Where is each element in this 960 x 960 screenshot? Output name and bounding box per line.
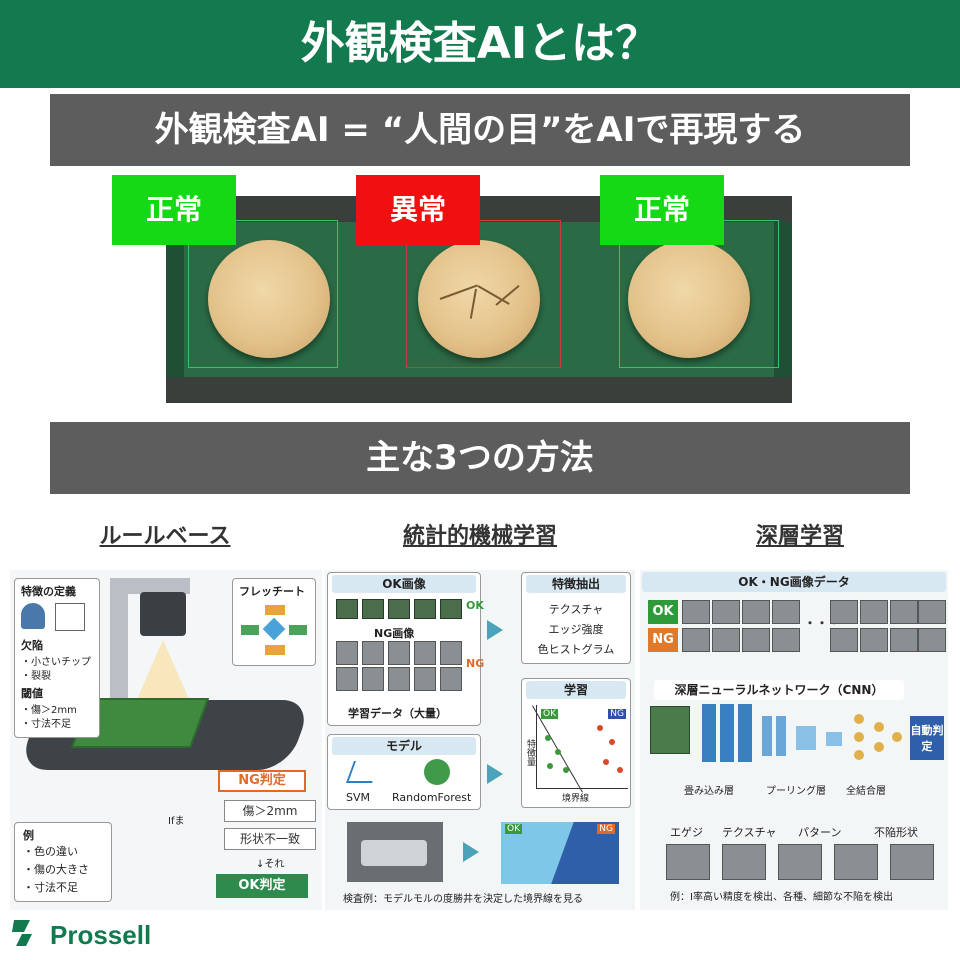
person-icon [21,603,45,629]
statistical-ml-panel: OK画像 OK NG画像 NG 学習データ（大量） モデル SVM Random… [325,570,635,910]
arrow-icon [487,764,503,784]
camera-stand [110,578,128,718]
svm-icon [345,761,381,783]
flowchart-icon [262,617,286,641]
detection-box-ng [406,220,561,368]
example-box: 例 ・色の違い ・傷の大きさ ・寸法不足 [14,822,112,902]
rule-based-panel: 特徴の定義 欠陥 ・小さいチップ ・裂裂 閾値 ・傷＞2mm ・寸法不足 フレッ… [10,570,322,910]
bun-cracked [418,240,540,358]
camera-icon [140,592,186,636]
methods-banner: 主な3つの方法 [50,422,910,494]
definition-banner: 外観検査AI = “人間の目”をAIで再現する [50,94,910,166]
arrow-icon [487,620,503,640]
conveyor-rail-bottom [166,377,792,403]
ok-judgement: OK判定 [216,874,308,898]
bun-normal-1 [208,240,330,358]
document-icon [55,603,85,631]
tree-icon [424,759,450,785]
auto-judgement: 自動判定 [910,716,944,760]
page-title: 外観検査AIとは？ [0,0,960,88]
condition-size: 傷＞2mm [224,800,316,822]
method-title-statistical: 統計的機械学習 [402,524,557,549]
training-data-box: OK画像 OK NG画像 NG 学習データ（大量） [327,572,484,726]
input-image-icon [650,706,690,754]
condition-shape: 形状不一致 [224,828,316,850]
ng-judgement: NG判定 [218,770,306,792]
arrow-icon [463,842,479,862]
method-title-deep: 深層学習 [755,524,844,549]
learning-box: 学習 特徴量 境界線 OK NG [521,678,631,808]
scatter-plot: OK NG [532,705,628,793]
deep-learning-panel: OK・NG画像データ OK NG ・・・ 深層ニューラルネットワーク（CNN） … [640,570,948,910]
cnn-title: 深層ニューラルネットワーク（CNN） [654,680,904,700]
label-normal-2: 正常 [600,175,724,245]
logo-icon [12,920,32,946]
label-normal-1: 正常 [112,175,236,245]
neural-network-icon [852,710,902,766]
detection-box-ok-1 [188,220,338,368]
bun-normal-2 [628,240,750,358]
part-photo [347,822,443,882]
method-title-rule: ルールベース [99,524,231,549]
prossell-logo: Prossell [10,918,151,954]
model-box: モデル SVM RandomForest [327,734,481,810]
flowchart-box: フレッチート [232,578,316,666]
data-header: OK・NG画像データ [642,572,946,592]
feature-definition-box: 特徴の定義 欠陥 ・小さいチップ ・裂裂 閾値 ・傷＞2mm ・寸法不足 [14,578,100,738]
feature-extraction-box: 特徴抽出 テクスチャ エッジ強度 色ヒストグラム [521,572,631,664]
decision-map: OK NG [501,822,619,884]
label-abnormal: 異常 [356,175,480,245]
